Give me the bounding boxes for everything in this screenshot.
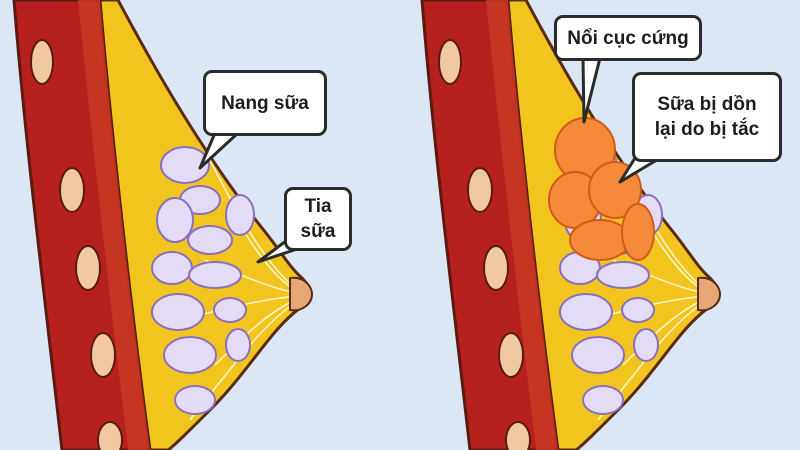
normal-breast-diagram <box>12 0 314 450</box>
callout-blocked-milk: Sữa bị dồn lại do bị tắc <box>632 72 782 162</box>
label-blocked-line2: lại do bị tắc <box>654 119 760 140</box>
milk-clog-lump <box>548 117 655 261</box>
label-ducts-line1: Tia <box>304 196 332 217</box>
label-ducts-line2: sữa <box>300 221 336 242</box>
label-blocked-line1: Sữa bị dồn <box>657 94 757 115</box>
label-lump: Nổi cục cứng <box>567 27 689 49</box>
callout-ducts: Tia sữa <box>284 187 352 251</box>
label-lobules: Nang sữa <box>221 92 309 114</box>
callout-lump: Nổi cục cứng <box>554 15 702 61</box>
callout-lobules: Nang sữa <box>203 70 327 136</box>
